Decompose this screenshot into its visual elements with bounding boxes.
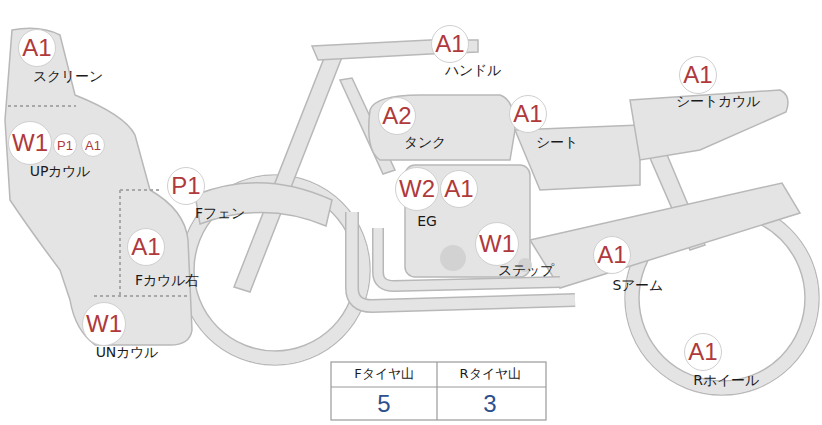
part-name: シート — [536, 135, 578, 150]
table-header: Fタイヤ山 — [354, 367, 413, 381]
damage-callout: A1 — [18, 29, 56, 67]
damage-callout: W2 — [395, 167, 439, 211]
part-name: シートカウル — [676, 94, 760, 109]
callout-code: A1 — [513, 102, 542, 126]
damage-callout: A1 — [684, 333, 722, 371]
callout-code: A1 — [597, 243, 626, 267]
part-name: タンク — [404, 135, 446, 150]
damage-callout: A1 — [679, 56, 717, 94]
damage-callout: P1 — [167, 167, 205, 205]
table-value: 5 — [377, 391, 390, 417]
callout-code: A1 — [22, 36, 51, 60]
damage-callout: A1 — [440, 170, 478, 208]
callout-code: A2 — [382, 104, 411, 128]
damage-callout: A1 — [127, 228, 165, 266]
callout-code: A1 — [85, 139, 101, 152]
damage-callout: A1 — [593, 236, 631, 274]
callout-code: W1 — [86, 312, 122, 336]
callout-code: A1 — [435, 32, 464, 56]
callout-code: W1 — [12, 131, 48, 155]
table-value: 3 — [483, 391, 496, 417]
part-name: スクリーン — [33, 69, 103, 84]
part-name: ハンドル — [445, 63, 501, 78]
callout-code: A1 — [683, 63, 712, 87]
part-name: EG — [417, 214, 437, 229]
damage-callout: A1 — [431, 25, 469, 63]
part-name: Fフェン — [195, 206, 245, 221]
damage-callout: A1 — [509, 95, 547, 133]
part-name: Sアーム — [613, 278, 664, 293]
part-name: Fカウル右 — [135, 273, 199, 288]
callout-code: P1 — [171, 174, 200, 198]
damage-callout: P1 — [53, 133, 77, 157]
damage-callout: W1 — [82, 302, 126, 346]
table-header: Rタイヤ山 — [459, 367, 520, 381]
callout-code: A1 — [131, 235, 160, 259]
damage-callout: A1 — [81, 133, 105, 157]
callout-code: A1 — [444, 177, 473, 201]
damage-callout: A2 — [378, 97, 416, 135]
callout-code: W1 — [479, 232, 515, 256]
callout-code: P1 — [57, 139, 73, 152]
damage-callout: W1 — [475, 222, 519, 266]
part-name: Rホイール — [693, 373, 759, 388]
part-name: UNカウル — [96, 345, 159, 360]
callout-code: A1 — [688, 340, 717, 364]
part-name: ステップ — [498, 263, 554, 278]
damage-callout: W1 — [8, 121, 52, 165]
part-name: UPカウル — [30, 164, 91, 179]
callout-code: W2 — [399, 177, 435, 201]
tyre-table — [331, 362, 546, 420]
